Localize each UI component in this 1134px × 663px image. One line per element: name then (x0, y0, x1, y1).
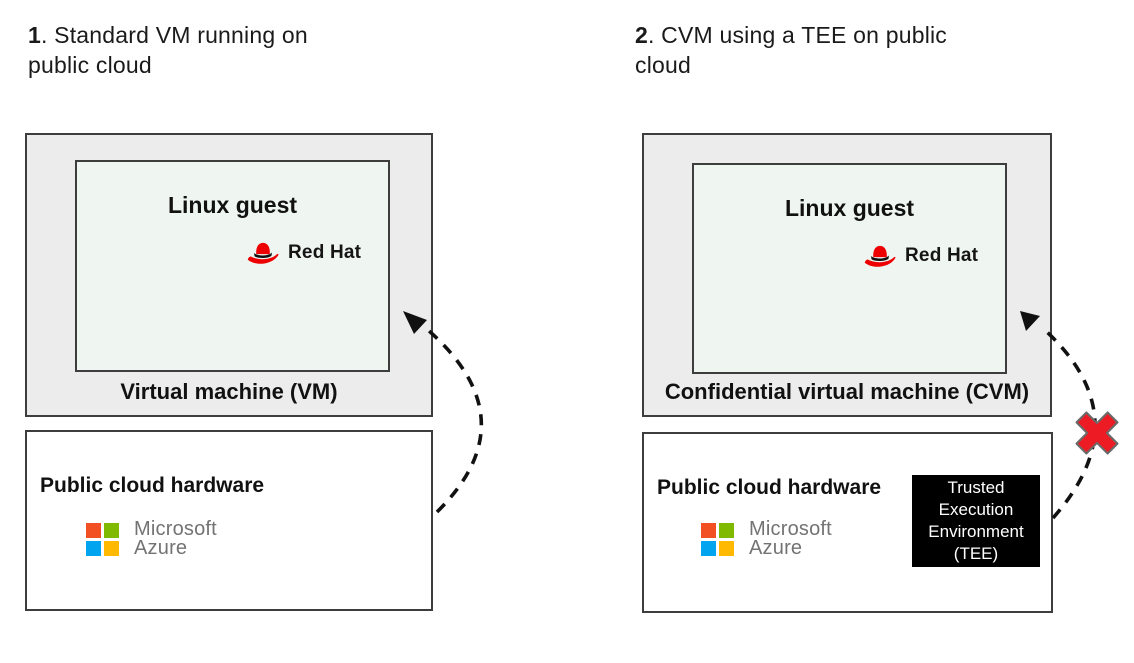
microsoft-wordmark: Microsoft (134, 518, 217, 540)
panel2-title: 2. CVM using a TEE on public cloud (635, 20, 995, 80)
panel2-cvm-box: Linux guest Red Hat Confidential virtual… (642, 133, 1052, 417)
ms-square-yellow (104, 540, 119, 556)
panel1-hardware-label: Public cloud hardware (40, 474, 265, 497)
hardware-access-arrow-right (1045, 330, 1097, 520)
ms-square-yellow (719, 540, 734, 556)
panel1-vm-box: Linux guest Red Hat Virtual machine (VM) (25, 133, 433, 417)
microsoft-azure-wordmark: Microsoft Azure (134, 518, 217, 559)
azure-wordmark: Azure (134, 537, 188, 559)
tee-box: Trusted Execution Environment (TEE) (912, 475, 1040, 567)
panel2-title-number: 2 (635, 22, 648, 48)
panel1-hardware-box: Public cloud hardware Microsoft Azure (25, 430, 433, 611)
panel2-linux-guest-box: Linux guest Red Hat (692, 163, 1007, 374)
panel2-hardware-label: Public cloud hardware (657, 476, 882, 499)
ms-square-blue (86, 540, 101, 556)
microsoft-azure-wordmark: Microsoft Azure (749, 518, 832, 559)
tee-line: Execution (938, 500, 1014, 519)
panel1-title-number: 1 (28, 22, 41, 48)
redhat-logo-text: Red Hat (288, 242, 362, 263)
hardware-access-arrow-left (426, 328, 484, 514)
redhat-logo: Red Hat (862, 241, 978, 271)
microsoft-azure-logo: Microsoft Azure (701, 518, 832, 559)
ms-square-red (86, 522, 101, 538)
ms-square-red (701, 522, 716, 538)
tee-line: Trusted (947, 478, 1005, 497)
redhat-logo: Red Hat (245, 238, 361, 268)
tee-line: (TEE) (953, 544, 999, 563)
microsoft-azure-logo: Microsoft Azure (86, 518, 217, 559)
panel1-vm-label: Virtual machine (VM) (120, 379, 338, 404)
ms-square-green (104, 522, 119, 538)
redhat-fedora-icon (864, 245, 896, 267)
panel2-title-text: . CVM using a TEE on public cloud (635, 22, 948, 78)
microsoft-squares-icon (86, 522, 119, 556)
panel1-linux-guest-label: Linux guest (167, 192, 298, 218)
microsoft-squares-icon (701, 522, 734, 556)
panel1-title-text: . Standard VM running on public cloud (28, 22, 308, 78)
panel2-hardware-box: Public cloud hardware Microsoft Azure Tr… (642, 432, 1053, 613)
panel1-linux-guest-box: Linux guest Red Hat (75, 160, 390, 372)
tee-line: Environment (928, 522, 1024, 541)
panel2-cvm-label: Confidential virtual machine (CVM) (664, 379, 1030, 404)
redhat-fedora-icon (247, 242, 279, 264)
panel1-title: 1. Standard VM running on public cloud (28, 20, 350, 80)
redhat-logo-text: Red Hat (905, 245, 979, 266)
ms-square-blue (701, 540, 716, 556)
ms-square-green (719, 522, 734, 538)
panel2-linux-guest-label: Linux guest (784, 195, 915, 221)
azure-wordmark: Azure (749, 537, 803, 559)
microsoft-wordmark: Microsoft (749, 518, 832, 540)
blocked-x-icon (1075, 411, 1119, 455)
